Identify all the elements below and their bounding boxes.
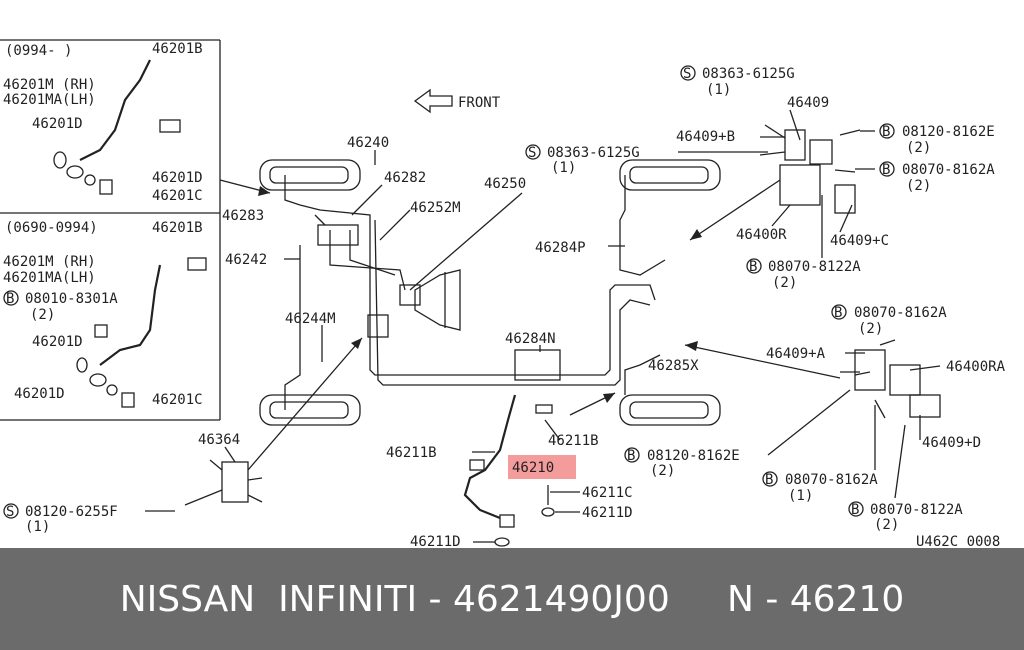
- front-arrow-icon: [413, 88, 453, 114]
- inset1-part-46201C: 46201C: [152, 188, 203, 204]
- bolt-b-icon: B: [746, 258, 762, 275]
- part-46211B-b: 46211B: [548, 433, 599, 449]
- brake-piping-diagram: (0994- ) 46201B 46201M (RH) 46201MA(LH) …: [0, 39, 1006, 548]
- svg-text:B: B: [882, 124, 890, 140]
- brake-hose: [463, 394, 555, 547]
- inset1-part-46201D-a: 46201D: [32, 116, 83, 132]
- part-46242: 46242: [225, 252, 267, 268]
- part-46211D-a: 46211D: [582, 505, 633, 521]
- svg-text:B: B: [882, 162, 890, 178]
- part-number-text: NISSAN INFINITI - 4621490J00 N - 46210: [119, 578, 905, 620]
- inset1-part-46201MA: 46201MA(LH): [3, 92, 96, 108]
- inset2-bolt-b-icon: B: [3, 290, 19, 307]
- part-46409-C: 46409+C: [830, 233, 889, 249]
- brake-pipes: [284, 175, 666, 410]
- part-46285X: 46285X: [648, 358, 699, 374]
- svg-text:B: B: [749, 259, 757, 275]
- bolt-08070-8162A-c-qty: (1): [788, 488, 813, 504]
- part-number-banner: NISSAN INFINITI - 4621490J00 N - 46210: [0, 548, 1024, 650]
- bolt-08120-6255F-qty: (1): [25, 519, 50, 535]
- bolt-08070-8122A-b-qty: (2): [874, 517, 899, 533]
- inset-illustrations: [53, 59, 207, 408]
- part-46364: 46364: [198, 432, 240, 448]
- svg-text:B: B: [765, 472, 773, 488]
- inset2-bolt-qty: (2): [30, 307, 55, 323]
- bolt-08070-8162A-c: 08070-8162A: [785, 472, 878, 488]
- bolt-08120-8162E-a-qty: (2): [906, 140, 931, 156]
- bolt-s-icon: S: [525, 144, 541, 161]
- svg-text:S: S: [528, 145, 536, 161]
- inset2-part-46201D-a: 46201D: [32, 334, 83, 350]
- svg-text:B: B: [851, 502, 859, 518]
- inset1-part-46201D-b: 46201D: [152, 170, 203, 186]
- part-highlight: [508, 455, 576, 479]
- bolt-s-icon: S: [680, 65, 696, 82]
- part-46409-A: 46409+A: [766, 346, 826, 362]
- inset2-part-46201M: 46201M (RH): [3, 254, 96, 270]
- inset-frames: [0, 39, 221, 421]
- part-46409-D: 46409+D: [922, 435, 981, 451]
- right-brackets: [759, 124, 941, 419]
- bolt-08070-8122A-a: 08070-8122A: [768, 259, 861, 275]
- part-46282: 46282: [384, 170, 426, 186]
- inset1-part-46201M: 46201M (RH): [3, 77, 96, 93]
- bolt-08120-6255F: 08120-6255F: [25, 504, 118, 520]
- part-46409-B: 46409+B: [676, 129, 735, 145]
- part-46250: 46250: [484, 176, 526, 192]
- part-46210: 46210: [512, 460, 554, 476]
- inset2-bolt-number: 08010-8301A: [25, 291, 118, 307]
- inset2-part-46201D-b: 46201D: [14, 386, 65, 402]
- screw-08363-6125G-a-qty: (1): [706, 82, 731, 98]
- bolt-08120-8162E-b-qty: (2): [650, 463, 675, 479]
- diagram-code: U462C 0008: [916, 534, 1000, 548]
- bolt-b-icon: B: [879, 161, 895, 178]
- inset1-range: (0994- ): [5, 43, 72, 59]
- wheel-shapes: [259, 159, 721, 426]
- bolt-08070-8122A-a-qty: (2): [772, 275, 797, 291]
- svg-text:B: B: [834, 305, 842, 321]
- part-46400RA: 46400RA: [946, 359, 1006, 375]
- inset2-range: (0690-0994): [5, 220, 98, 236]
- part-46409: 46409: [787, 95, 829, 111]
- bolt-08070-8162A-b-qty: (2): [858, 321, 883, 337]
- master-cylinder: [414, 269, 461, 331]
- svg-text:S: S: [683, 66, 691, 82]
- bolt-08070-8162A-b: 08070-8162A: [854, 305, 947, 321]
- bolt-08070-8162A-a-qty: (2): [906, 178, 931, 194]
- bolt-b-icon: B: [624, 447, 640, 464]
- inset1-part-46201B: 46201B: [152, 41, 203, 57]
- svg-text:B: B: [627, 448, 635, 464]
- front-label: FRONT: [458, 95, 501, 111]
- part-46240: 46240: [347, 135, 389, 151]
- inset2-part-46201C: 46201C: [152, 392, 203, 408]
- part-46252M: 46252M: [410, 200, 461, 216]
- leader-lines: [145, 109, 941, 543]
- bolt-b-icon: B: [762, 471, 778, 488]
- inset2-part-46201B: 46201B: [152, 220, 203, 236]
- screw-08363-6125G-b-qty: (1): [551, 160, 576, 176]
- bolt-08070-8122A-b: 08070-8122A: [870, 502, 963, 518]
- inset2-part-46201MA: 46201MA(LH): [3, 270, 96, 286]
- screw-08363-6125G-a: 08363-6125G: [702, 66, 795, 82]
- bolt-b-icon: B: [879, 123, 895, 140]
- bolt-s-icon: S: [3, 503, 19, 520]
- part-46284P: 46284P: [535, 240, 586, 256]
- part-46400R: 46400R: [736, 227, 787, 243]
- bolt-b-icon: B: [848, 501, 864, 518]
- bolt-08070-8162A-a: 08070-8162A: [902, 162, 995, 178]
- bolt-08120-8162E-a: 08120-8162E: [902, 124, 995, 140]
- part-46283: 46283: [222, 208, 264, 224]
- screw-08363-6125G-b: 08363-6125G: [547, 145, 640, 161]
- part-46211B-a: 46211B: [386, 445, 437, 461]
- pointer-arrows: [219, 179, 841, 471]
- bolt-08120-8162E-b: 08120-8162E: [647, 448, 740, 464]
- part-46244M: 46244M: [285, 311, 336, 327]
- svg-text:S: S: [6, 504, 14, 520]
- part-46284N: 46284N: [505, 331, 556, 347]
- part-46211C: 46211C: [582, 485, 633, 501]
- bolt-b-icon: B: [831, 304, 847, 321]
- svg-text:B: B: [6, 291, 14, 307]
- part-46211D-b: 46211D: [410, 534, 461, 548]
